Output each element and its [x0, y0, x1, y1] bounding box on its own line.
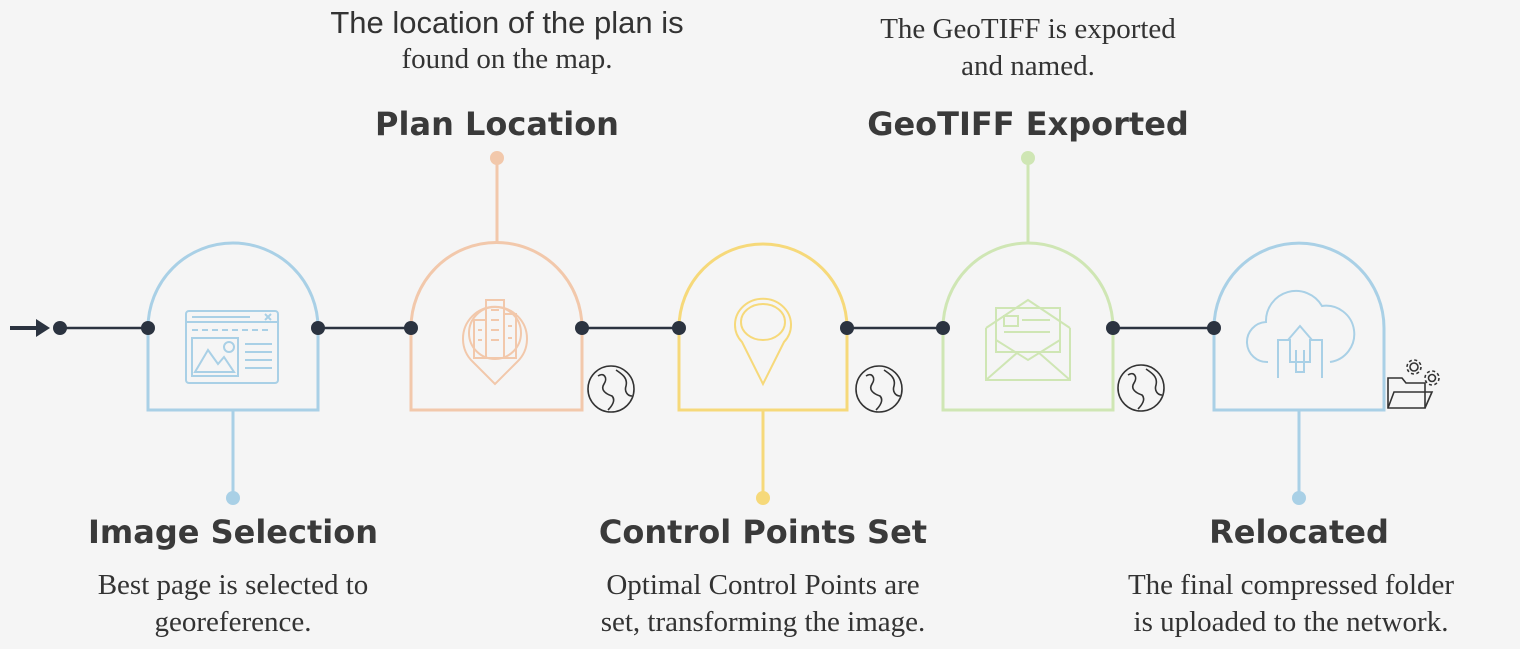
timeline-node	[936, 321, 950, 335]
step-4-description-line: and named.	[961, 50, 1095, 82]
step-5-description: The final compressed folder is uploaded …	[1064, 567, 1518, 641]
step-3-title: Control Points Set	[598, 513, 928, 551]
arch-1	[146, 241, 320, 412]
step-5-description-line: The final compressed folder	[1127, 569, 1455, 601]
globe-icon	[855, 365, 903, 413]
stem-5	[1292, 410, 1306, 505]
map-pin-icon	[734, 297, 792, 387]
stem-2	[490, 151, 504, 242]
arch-3	[677, 242, 849, 412]
step-2-description: The location of the plan is found on the…	[282, 4, 732, 78]
timeline-node	[1207, 321, 1221, 335]
step-2-description-line: found on the map.	[401, 43, 613, 75]
web-image-icon	[185, 310, 279, 384]
globe-icon	[1117, 364, 1165, 412]
stem-1	[226, 410, 240, 505]
entry-arrow-icon	[10, 319, 50, 337]
step-3-description-line: Optimal Control Points are	[606, 569, 920, 601]
step-3-description-line: set, transforming the image.	[600, 606, 926, 638]
arch-5	[1212, 241, 1386, 412]
envelope-icon	[985, 298, 1071, 381]
timeline-node	[575, 321, 589, 335]
cloud-upload-icon	[1245, 289, 1356, 378]
step-5-description-line: is uploaded to the network.	[1133, 606, 1449, 638]
timeline-node	[404, 321, 418, 335]
timeline-node	[311, 321, 325, 335]
timeline-node	[141, 321, 155, 335]
timeline-node	[672, 321, 686, 335]
step-2-title: Plan Location	[375, 105, 619, 143]
timeline-node	[53, 321, 67, 335]
step-1-description-line: georeference.	[154, 606, 312, 638]
globe-icon	[587, 365, 635, 413]
arch-4	[941, 241, 1115, 412]
timeline-node	[1106, 321, 1120, 335]
step-4-title: GeoTIFF Exported	[867, 105, 1189, 143]
step-3-description: Optimal Control Points are set, transfor…	[528, 567, 998, 641]
step-4-description: The GeoTIFF is exported and named.	[803, 11, 1253, 85]
step-2-description-line: The location of the plan is	[330, 5, 684, 40]
step-5-title: Relocated	[1209, 513, 1389, 551]
stem-4	[1021, 151, 1035, 242]
stem-3	[756, 410, 770, 505]
step-1-description-line: Best page is selected to	[97, 569, 369, 601]
step-1-title: Image Selection	[87, 513, 378, 551]
step-1-description: Best page is selected to georeference.	[33, 567, 433, 641]
folder-gears-icon	[1387, 359, 1440, 409]
timeline-node	[840, 321, 854, 335]
city-pin-icon	[462, 299, 528, 386]
arch-2	[409, 241, 584, 412]
step-4-description-line: The GeoTIFF is exported	[880, 13, 1176, 45]
timeline-nodes	[53, 321, 1221, 335]
